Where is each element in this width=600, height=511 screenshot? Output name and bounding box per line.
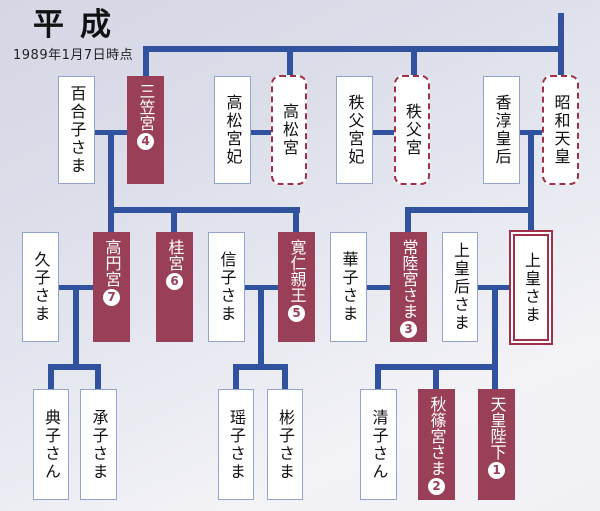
connector-line: [59, 285, 93, 290]
connector-line: [245, 285, 278, 290]
person-name: 清子さん: [369, 408, 389, 481]
person-name: 高円宮: [102, 239, 122, 287]
person-box-hisako: 久子さま: [22, 232, 59, 342]
person-name: 秩父宮: [403, 103, 422, 157]
connector-line: [405, 207, 534, 213]
connector-line: [48, 364, 101, 370]
person-name: 寛仁親王: [287, 239, 307, 303]
person-name: 久子さま: [31, 251, 51, 323]
person-box-hanako: 華子さま: [330, 232, 367, 342]
person-box-tenno-heika: 天皇陛下 1: [478, 389, 515, 500]
person-name: 三笠宮: [136, 83, 156, 131]
person-box-takamatsu-no-miya: 高松宮: [271, 75, 307, 185]
connector-line: [282, 368, 288, 389]
person-box-katsura-no-miya: 桂宮 6: [156, 232, 193, 342]
succession-badge: 1: [488, 462, 505, 479]
person-box-yuriko: 百合子さま: [58, 76, 95, 184]
connector-line: [478, 285, 509, 290]
person-name: 典子さん: [42, 408, 61, 481]
person-box-hitachi-no-miya: 常陸宮さま 3: [390, 232, 427, 342]
person-box-kojun-kogo: 香淳皇后: [483, 76, 520, 184]
person-name: 百合子さま: [67, 85, 87, 175]
connector-line: [367, 285, 390, 290]
connector-line: [233, 368, 239, 389]
person-name: 香淳皇后: [492, 94, 512, 166]
succession-badge: 5: [288, 305, 305, 322]
connector-line: [171, 211, 177, 232]
connector-line: [520, 130, 542, 135]
person-box-akishino-no-miya: 秋篠宮さま 2: [418, 389, 455, 500]
person-box-takamatsu-no-miya-hi: 高松宮妃: [214, 76, 251, 184]
connector-line: [143, 46, 564, 52]
connector-line: [95, 130, 127, 135]
connector-line: [293, 211, 299, 232]
person-box-sayako: 清子さん: [360, 389, 397, 500]
person-name: 秋篠宮さま: [427, 396, 447, 476]
connector-line: [492, 288, 498, 389]
connector-line: [251, 130, 271, 135]
connector-line: [48, 368, 54, 389]
person-box-showa-tenno: 昭和天皇: [542, 75, 579, 185]
person-box-chichibu-no-miya-hi: 秩父宮妃: [336, 76, 373, 184]
connector-line: [108, 133, 114, 232]
person-name: 桂宮: [165, 239, 185, 271]
connector-line: [411, 52, 417, 76]
connector-line: [95, 368, 101, 389]
person-name: 瑶子さま: [227, 408, 246, 481]
person-box-joko: 上皇さま: [509, 230, 553, 345]
connector-line: [375, 364, 498, 370]
person-name: 秩父宮妃: [345, 94, 365, 166]
person-name: 高松宮: [280, 103, 299, 157]
succession-badge: 6: [166, 273, 183, 290]
person-name: 上皇さま: [522, 251, 541, 324]
connector-line: [373, 130, 394, 135]
person-box-yoko: 瑶子さま: [218, 389, 254, 500]
person-box-mikasa-no-miya: 三笠宮 4: [127, 76, 164, 184]
person-name: 昭和天皇: [551, 94, 571, 166]
connector-line: [258, 288, 264, 364]
person-name: 高松宮妃: [223, 94, 243, 166]
era-title: 平成: [33, 7, 127, 43]
person-name: 天皇陛下: [487, 396, 507, 460]
person-name: 信子さま: [217, 251, 237, 323]
connector-line: [108, 207, 300, 213]
person-name: 承子さま: [89, 408, 109, 481]
person-name: 彬子さま: [276, 408, 295, 481]
person-box-jokogo: 上皇后さま: [442, 232, 478, 342]
succession-badge: 2: [428, 478, 445, 495]
person-box-tomohito-shinno: 寛仁親王 5: [278, 232, 315, 342]
person-box-nobuko: 信子さま: [208, 232, 245, 342]
connector-line: [233, 364, 288, 370]
person-box-noriko: 典子さん: [33, 389, 69, 500]
era-date-note: 1989年1月7日時点: [13, 48, 134, 63]
succession-badge: 3: [400, 321, 417, 338]
connector-line: [528, 133, 534, 232]
connector-line: [73, 288, 79, 364]
person-name: 上皇后さま: [451, 242, 470, 332]
person-box-akiko: 彬子さま: [267, 389, 303, 500]
person-name: 常陸宮さま: [399, 239, 419, 319]
succession-badge: 4: [137, 133, 154, 150]
connector-line: [558, 13, 564, 52]
connector-line: [375, 368, 381, 389]
connector-line: [287, 52, 293, 76]
person-box-tsuguko: 承子さま: [80, 389, 117, 500]
connector-line: [405, 211, 411, 232]
person-name: 華子さま: [339, 251, 359, 323]
connector-line: [143, 52, 149, 76]
person-box-chichibu-no-miya: 秩父宮: [394, 75, 430, 185]
person-box-takamado-no-miya: 高円宮 7: [93, 232, 130, 342]
connector-line: [558, 52, 564, 76]
connector-line: [433, 368, 439, 389]
succession-badge: 7: [103, 289, 120, 306]
